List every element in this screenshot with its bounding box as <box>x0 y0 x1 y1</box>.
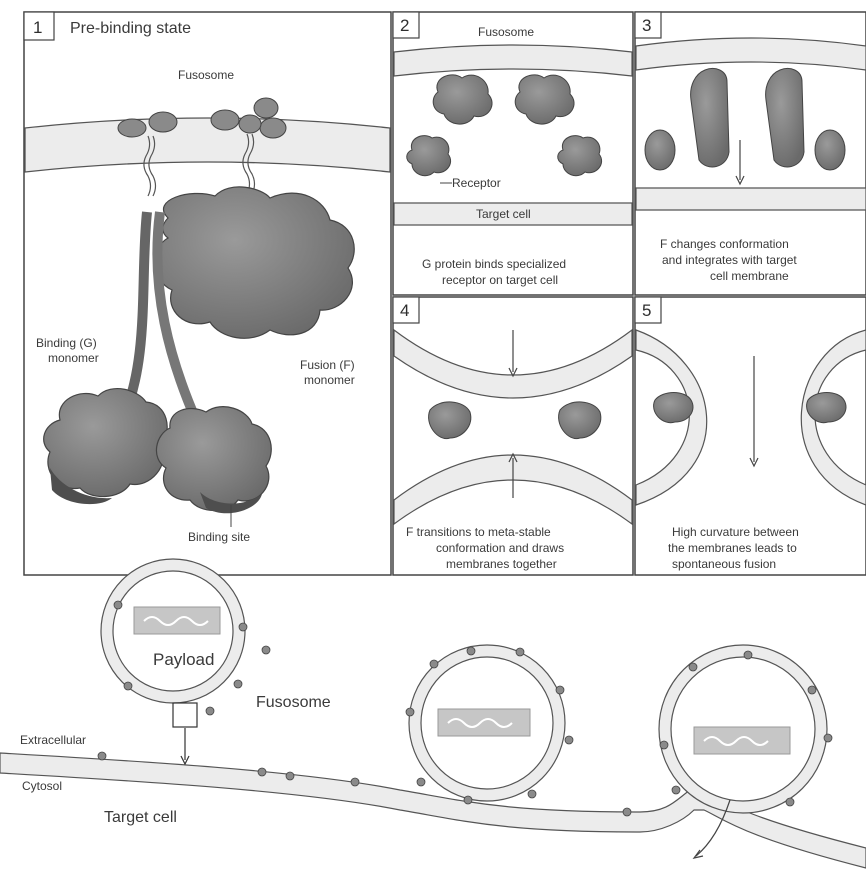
panel-3-target-membrane <box>636 188 866 210</box>
panel-2-number: 2 <box>400 16 409 35</box>
panel-4-number: 4 <box>400 301 409 320</box>
panel-3-g-left <box>645 130 675 170</box>
panel-2-g-head-left <box>407 136 451 176</box>
panel-5-number: 5 <box>642 301 651 320</box>
panel-2-fusosome-label: Fusosome <box>478 25 534 39</box>
binding-site-label: Binding site <box>188 530 250 544</box>
cytosol-label: Cytosol <box>22 779 62 793</box>
panel-4-caption-2: conformation and draws <box>436 541 564 555</box>
panel-1: 1 Pre-binding state Fusosome <box>24 12 391 575</box>
panel-5-f-left <box>654 393 693 423</box>
panel-3-caption-2: and integrates with target <box>662 253 797 267</box>
g-monomer-label-1: Binding (G) <box>36 336 97 350</box>
extracellular-label: Extracellular <box>20 733 86 747</box>
panel-3-caption-3: cell membrane <box>710 269 789 283</box>
f-monomer-label-1: Fusion (F) <box>300 358 355 372</box>
receptor-label: Receptor <box>452 176 501 190</box>
g-monomer-label-2: monomer <box>48 351 99 365</box>
panel-2-caption-2: receptor on target cell <box>442 273 558 287</box>
panel-2-g-head-right <box>558 136 602 176</box>
panel-3: 3 F changes conformation and integrates … <box>635 12 866 295</box>
panel-4: 4 F transitions to meta-stable conformat… <box>393 297 633 575</box>
bottom-scene: Payload Fusosome Extracellular <box>0 559 866 868</box>
payload-rna-2 <box>438 709 530 736</box>
panel-1-title: Pre-binding state <box>70 20 191 37</box>
zoom-box <box>173 703 197 727</box>
target-cell-label: Target cell <box>476 207 531 221</box>
panel-5-f-right <box>807 393 846 423</box>
panel-5-caption-1: High curvature between <box>672 525 799 539</box>
payload-label: Payload <box>153 650 214 669</box>
panel-2-caption-1: G protein binds specialized <box>422 257 566 271</box>
panel-5-caption-2: the membranes leads to <box>668 541 797 555</box>
g-head-left <box>44 389 168 497</box>
panel-5-caption-3: spontaneous fusion <box>672 557 776 571</box>
panel-3-g-right <box>815 130 845 170</box>
panel-5: 5 High curvature between the membranes l… <box>635 297 866 575</box>
bottom-fusosome-label: Fusosome <box>256 694 331 711</box>
panel-3-caption-1: F changes conformation <box>660 237 789 251</box>
f-monomer-label-2: monomer <box>304 373 355 387</box>
panel-2: 2 Fusosome Receptor Target cell G protei… <box>393 12 633 295</box>
panel-1-fusosome-label: Fusosome <box>178 68 234 82</box>
panel-4-caption-3: membranes together <box>446 557 557 571</box>
panel-3-number: 3 <box>642 16 651 35</box>
payload-rna-3 <box>694 727 790 754</box>
panel-4-caption-1: F transitions to meta-stable <box>406 525 551 539</box>
panel-1-number: 1 <box>33 18 42 37</box>
bottom-target-cell-label: Target cell <box>104 809 177 826</box>
